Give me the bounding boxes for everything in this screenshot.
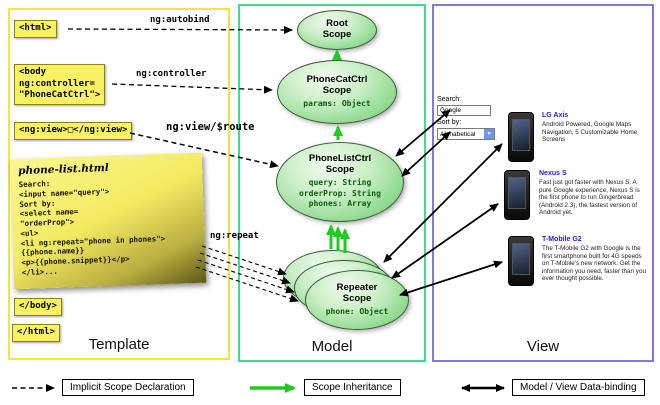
phone-image-lg-axis [508, 112, 534, 162]
view-column-label: View [526, 338, 560, 355]
sort-order-select[interactable]: Alphabetical ▼ [437, 128, 495, 140]
phone-link-tmobile-g2[interactable]: T-Mobile G2 [542, 236, 582, 243]
note-code: Search: <input name="query"> Sort by: <s… [18, 178, 166, 277]
phone-screen [512, 119, 530, 151]
root-scope-title: Root Scope [322, 18, 352, 40]
repeater-scope-title: Repeater Scope [336, 281, 378, 304]
ng-autobind-label: ng:autobind [150, 15, 210, 25]
root-scope-node: Root Scope [297, 10, 377, 50]
search-input[interactable] [437, 105, 491, 116]
html-close-tag: </html> [12, 324, 60, 342]
phonelistctrl-scope-title: PhoneListCtrl Scope [308, 152, 372, 175]
legend-implicit-scope-declaration: Implicit Scope Declaration [62, 379, 194, 396]
phone-desc-tmobile-g2: The T-Mobile G2 with Google is the first… [542, 245, 646, 283]
model-column-label: Model [311, 338, 353, 355]
ng-repeat-label: ng:repeat [210, 231, 259, 241]
repeater-scope-node-front: Repeater Scope phone: Object [305, 270, 409, 330]
phone-screen [508, 177, 526, 209]
phone-image-tmobile-g2 [508, 236, 534, 286]
template-column-box [8, 8, 230, 360]
sort-order-selected-value: Alphabetical [440, 130, 476, 138]
phonelistctrl-scope-node: PhoneListCtrl Scope query: String orderP… [276, 142, 404, 222]
sort-by-label: Sort by: [437, 119, 462, 126]
template-column-label: Template [88, 336, 150, 353]
chevron-down-icon: ▼ [484, 129, 494, 139]
body-close-tag: </body> [14, 298, 62, 316]
phone-link-lg-axis[interactable]: LG Axis [542, 112, 569, 119]
search-label: Search: [437, 96, 462, 103]
phone-image-nexus-s [504, 170, 530, 220]
html-open-tag: <html> [14, 20, 57, 38]
ng-view-route-label: ng:view/$route [166, 121, 255, 133]
phone-link-nexus-s[interactable]: Nexus S [539, 170, 567, 177]
phone-screen [512, 243, 530, 275]
phonecatctrl-scope-node: PhoneCatCtrl Scope params: Object [277, 60, 397, 124]
ng-controller-label: ng:controller [136, 69, 207, 79]
body-open-tag: <body ng:controller= "PhoneCatCtrl"> [14, 64, 106, 106]
legend-scope-inheritance: Scope Inheritance [304, 379, 401, 396]
repeater-scope-props: phone: Object [325, 306, 389, 316]
phonecatctrl-scope-props: params: Object [303, 98, 371, 108]
legend-model-view-databinding: Model / View Data-binding [512, 379, 645, 396]
phone-desc-nexus-s: Fast just got faster with Nexus S. A pur… [539, 179, 640, 217]
phonelistctrl-scope-props: query: String orderProp: String phones: … [299, 177, 381, 209]
phonecatctrl-scope-title: PhoneCatCtrl Scope [306, 73, 368, 96]
ng-view-tag: <ng:view>□</ng:view> [14, 122, 133, 140]
phone-list-template-note: phone-list.html Search: <input name="que… [9, 152, 207, 290]
phone-desc-lg-axis: Android Powered, Google Maps Navigation,… [542, 121, 638, 144]
